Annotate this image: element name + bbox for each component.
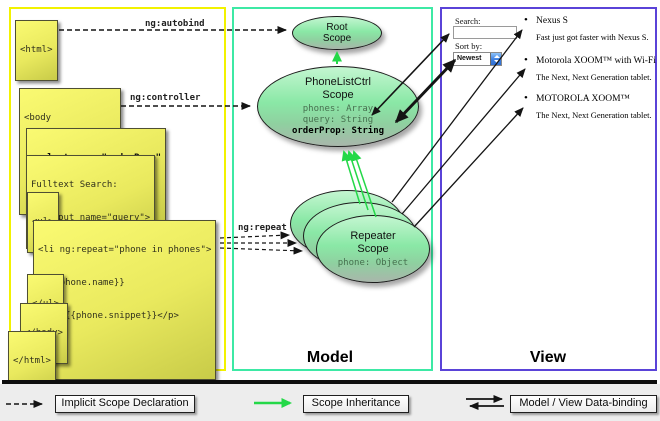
- scope-title-line: Scope: [357, 242, 389, 255]
- ng-autobind-label: ng:autobind: [145, 19, 205, 29]
- root-scope-ellipse: Root Scope: [292, 16, 382, 50]
- sort-by-label: Sort by:: [455, 41, 483, 51]
- code-line: <body: [24, 113, 52, 123]
- list-item: Motorola XOOM™ with Wi-Fi The Next, Next…: [524, 55, 656, 82]
- code-line: <html>: [20, 45, 53, 55]
- code-line: <li ng:repeat="phone in phones">: [38, 245, 212, 255]
- scope-prop: phones: Array: [302, 104, 374, 114]
- root-scope-title: Root Scope: [323, 22, 351, 44]
- code-line: Fulltext Search:: [31, 180, 118, 190]
- scope-title-line: Repeater: [350, 229, 396, 242]
- view-column-title: View: [529, 349, 567, 366]
- search-label: Search:: [455, 16, 481, 26]
- phone-title: Nexus S: [524, 15, 568, 27]
- repeater-scope-props: phone: Object: [338, 258, 408, 269]
- ng-repeat-label: ng:repeat: [238, 223, 287, 233]
- list-item: MOTOROLA XOOM™ The Next, Next Generation…: [524, 93, 652, 120]
- legend-data-binding-box: Model / View Data-binding: [510, 395, 657, 413]
- dropdown-stepper-icon: [490, 53, 501, 65]
- phone-desc: Fast just got faster with Nexus S.: [536, 32, 649, 42]
- sort-dropdown[interactable]: Newest: [453, 52, 502, 66]
- phonelistctrl-scope-title: PhoneListCtrl Scope: [305, 76, 371, 102]
- code-line: </html>: [13, 356, 51, 366]
- code-line: <p>{{phone.snippet}}</p>: [38, 311, 179, 321]
- scope-prop: phone: Object: [337, 257, 409, 268]
- ng-controller-label: ng:controller: [130, 93, 201, 103]
- scope-prop: orderProp: String: [291, 126, 385, 136]
- scope-title-line: Scope: [322, 33, 352, 44]
- repeater-scope-ellipse-front: Repeater Scope phone: Object: [316, 215, 430, 283]
- model-column: [232, 7, 433, 371]
- list-item: Nexus S Fast just got faster with Nexus …: [524, 15, 649, 42]
- phonelistctrl-scope-ellipse: PhoneListCtrl Scope phones: Array query:…: [257, 66, 419, 147]
- code-line: {{phone.name}}: [38, 278, 125, 288]
- scope-title-line: PhoneListCtrl: [304, 76, 372, 88]
- phonelistctrl-scope-props: phones: Array query: String orderProp: S…: [292, 104, 384, 137]
- legend-divider: [2, 380, 657, 384]
- scope-prop: query: String: [302, 115, 374, 125]
- phone-desc: The Next, Next Generation tablet.: [536, 72, 652, 82]
- phone-title: MOTOROLA XOOM™: [524, 93, 630, 105]
- phone-title: Motorola XOOM™ with Wi-Fi: [524, 55, 656, 67]
- scope-title-line: Scope: [322, 89, 354, 101]
- model-column-title: Model: [306, 349, 354, 366]
- search-input[interactable]: [453, 26, 517, 39]
- repeater-scope-title: Repeater Scope: [350, 230, 395, 256]
- legend-implicit-scope-box: Implicit Scope Declaration: [55, 395, 195, 413]
- scope-title-line: Root: [326, 22, 348, 33]
- legend-scope-inheritance-box: Scope Inheritance: [303, 395, 409, 413]
- sort-dropdown-value: Newest: [457, 55, 482, 62]
- phone-desc: The Next, Next Generation tablet.: [536, 110, 652, 120]
- code-box-html-open: <html>: [15, 20, 58, 81]
